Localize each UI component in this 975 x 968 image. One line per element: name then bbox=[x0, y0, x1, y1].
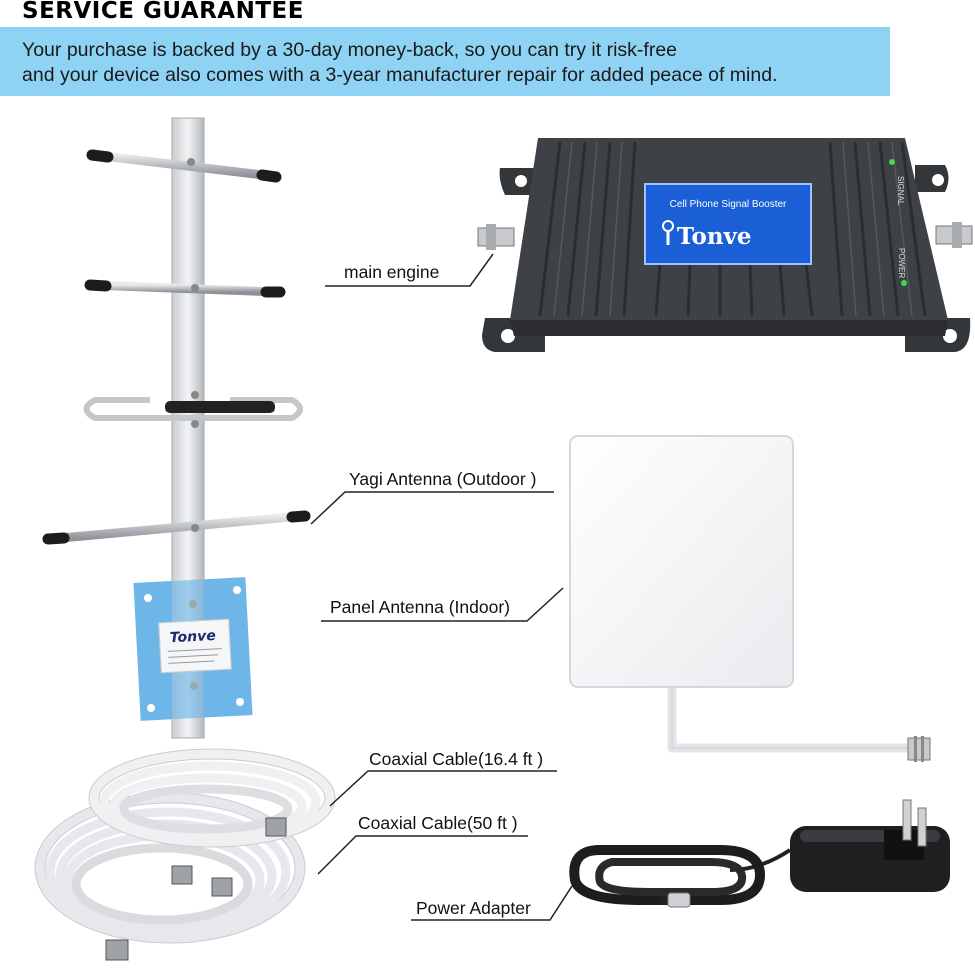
coax-cable-16ft bbox=[88, 748, 336, 848]
coax-cable-50ft bbox=[34, 792, 306, 944]
panel-antenna bbox=[569, 435, 931, 762]
yagi-antenna: Tonve bbox=[42, 117, 311, 739]
signal-led-icon bbox=[889, 159, 895, 165]
coax-connectors bbox=[105, 817, 287, 961]
power-led-label: POWER bbox=[897, 248, 906, 278]
yagi-dipole bbox=[83, 397, 303, 421]
label-yagi-antenna: Yagi Antenna (Outdoor ) bbox=[349, 469, 537, 489]
booster-brand: Tonve bbox=[677, 223, 752, 250]
label-coaxial-16ft: Coaxial Cable(16.4 ft ) bbox=[369, 749, 544, 769]
signal-led-label: SIGNAL bbox=[896, 176, 905, 206]
booster-logo-icon bbox=[662, 220, 674, 245]
banner-line-1: Your purchase is backed by a 30-day mone… bbox=[22, 39, 678, 61]
power-led-icon bbox=[901, 280, 907, 286]
label-coaxial-50ft: Coaxial Cable(50 ft ) bbox=[358, 813, 518, 833]
label-power-adapter: Power Adapter bbox=[416, 898, 531, 918]
banner-line-2: and your device also comes with a 3-year… bbox=[22, 64, 778, 86]
callout-lines bbox=[310, 253, 573, 921]
page-title: SERVICE GUARANTEE bbox=[22, 0, 304, 24]
guarantee-banner: Your purchase is backed by a 30-day mone… bbox=[0, 27, 890, 96]
label-panel-antenna: Panel Antenna (Indoor) bbox=[330, 597, 510, 617]
booster-subtitle: Cell Phone Signal Booster bbox=[670, 199, 787, 210]
yagi-element-1 bbox=[86, 149, 282, 183]
yagi-plate-brand: Tonve bbox=[169, 628, 216, 646]
power-adapter bbox=[569, 799, 950, 908]
yagi-element-3 bbox=[42, 510, 311, 545]
yagi-element-2 bbox=[84, 279, 286, 298]
yagi-mount-plate: Tonve bbox=[133, 577, 253, 736]
label-main-engine: main engine bbox=[344, 262, 440, 282]
main-engine: Cell Phone Signal Booster Tonve SIGNAL P… bbox=[477, 138, 973, 352]
